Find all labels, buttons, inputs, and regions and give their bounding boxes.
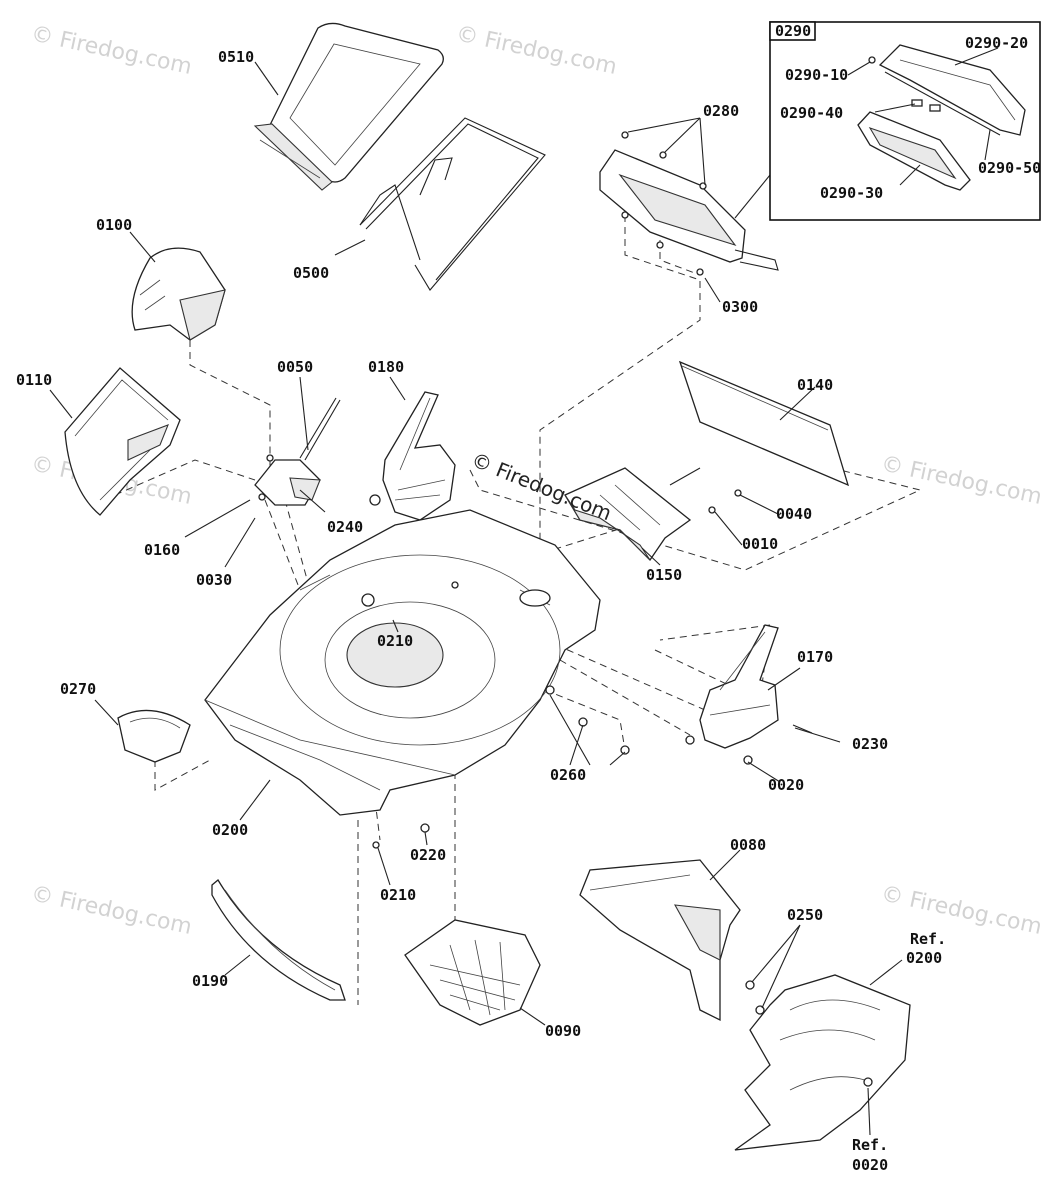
label-0140: 0140 — [797, 376, 833, 394]
grass-bag-0510 — [253, 22, 444, 191]
bag-frame-0500 — [359, 117, 546, 291]
watermark-bottom-left: © Firedog.com — [29, 881, 194, 939]
label-0270: 0270 — [60, 680, 96, 698]
inset-title: 0290 — [775, 22, 811, 40]
part-labels: 0510 0500 0100 0110 0050 0180 0160 0030 … — [16, 48, 946, 1174]
watermark-top-left: © Firedog.com — [29, 21, 194, 79]
label-0250: 0250 — [787, 906, 823, 924]
label-0210-lower: 0210 — [380, 886, 416, 904]
watermark-bottom-right: © Firedog.com — [879, 881, 1044, 939]
baffle-plate-0140 — [678, 360, 850, 487]
label-0200: 0200 — [212, 821, 248, 839]
bolts — [372, 581, 630, 849]
label-0500: 0500 — [293, 264, 329, 282]
label-0210-deck: 0210 — [377, 632, 413, 650]
label-0100: 0100 — [96, 216, 132, 234]
label-0160: 0160 — [144, 541, 180, 559]
mower-deck-0200 — [204, 509, 601, 816]
height-lever-0170 — [685, 624, 813, 765]
label-0280: 0280 — [703, 102, 739, 120]
label-0290-20: 0290-20 — [965, 34, 1028, 52]
label-0290-30: 0290-30 — [820, 184, 883, 202]
deck-reference-0200 — [734, 974, 911, 1151]
leader-lines — [49, 61, 903, 1136]
height-lever-0180 — [369, 391, 456, 521]
label-0080: 0080 — [730, 836, 766, 854]
mulch-plug-0090 — [404, 919, 541, 1026]
handle-bracket-0280 — [599, 131, 779, 276]
label-0300: 0300 — [722, 298, 758, 316]
label-0020: 0020 — [768, 776, 804, 794]
label-0220: 0220 — [410, 846, 446, 864]
rear-door-0110 — [64, 367, 181, 516]
label-0040: 0040 — [776, 505, 812, 523]
label-0290-50: 0290-50 — [978, 159, 1041, 177]
cover-0270 — [117, 709, 191, 763]
label-0150: 0150 — [646, 566, 682, 584]
label-0240: 0240 — [327, 518, 363, 536]
label-0090: 0090 — [545, 1022, 581, 1040]
label-ref-0020-number: 0020 — [852, 1156, 888, 1174]
label-ref-0200-number: 0200 — [906, 949, 942, 967]
label-0110: 0110 — [16, 371, 52, 389]
label-0190: 0190 — [192, 972, 228, 990]
label-ref-0020-prefix: Ref. — [852, 1136, 888, 1154]
watermark-mid-right: © Firedog.com — [879, 451, 1044, 509]
rear-flap-0100 — [131, 247, 226, 341]
label-0230: 0230 — [852, 735, 888, 753]
inset-0290: 0290 0290-20 0290-10 0290-40 0290-50 029… — [769, 21, 1041, 221]
label-0180: 0180 — [368, 358, 404, 376]
label-0290-40: 0290-40 — [780, 104, 843, 122]
label-ref-0200-prefix: Ref. — [910, 930, 946, 948]
height-adjust-0050 — [254, 397, 341, 506]
discharge-chute-0080 — [579, 859, 765, 1022]
front-bracket-0150 — [564, 467, 742, 562]
watermark-top-center: © Firedog.com — [454, 21, 619, 79]
label-0170: 0170 — [797, 648, 833, 666]
label-0050: 0050 — [277, 358, 313, 376]
label-0030: 0030 — [196, 571, 232, 589]
label-0260: 0260 — [550, 766, 586, 784]
label-0290-10: 0290-10 — [785, 66, 848, 84]
label-0510: 0510 — [218, 48, 254, 66]
label-0010: 0010 — [742, 535, 778, 553]
strip-0190 — [211, 879, 346, 1001]
